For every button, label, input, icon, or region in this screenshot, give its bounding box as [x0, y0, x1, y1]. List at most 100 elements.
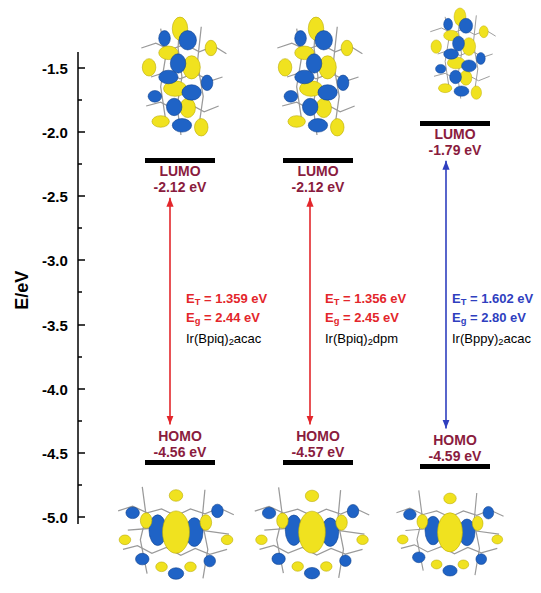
energy-level: HOMO-4.57 eV	[283, 428, 353, 465]
subscript: g	[461, 316, 467, 326]
level-bar	[283, 158, 353, 163]
homo-orbital	[255, 487, 369, 579]
subscript: 2	[229, 337, 234, 347]
text-run: LUMO	[297, 163, 338, 179]
tick-label: -4.0	[42, 381, 68, 398]
orbital-energy: -4.59 eV	[429, 448, 482, 464]
text-run: -3.5	[42, 317, 68, 334]
subscript: 2	[368, 337, 373, 347]
subscript: T	[195, 297, 201, 307]
text-run: acac	[503, 331, 530, 346]
text-run: E	[186, 291, 195, 306]
text-run: acac	[234, 331, 261, 346]
energy-level: HOMO-4.56 eV	[145, 428, 215, 465]
text-run: HOMO	[433, 432, 477, 448]
triplet-energy: ET = 1.602 eV	[452, 292, 533, 308]
tick-label: -5.0	[42, 509, 68, 526]
triplet-energy: ET = 1.356 eV	[325, 292, 406, 308]
subscript: g	[195, 316, 201, 326]
lumo-orbital	[141, 17, 226, 136]
subscript: T	[461, 297, 467, 307]
text-run: -4.57 eV	[292, 444, 345, 460]
text-run: -2.12 eV	[154, 179, 207, 195]
orbital-name: LUMO	[434, 126, 475, 142]
orbital-name: HOMO	[296, 428, 340, 444]
subscript: g	[334, 316, 340, 326]
energy-gap-arrow	[309, 198, 311, 425]
text-run: dpm	[373, 331, 398, 346]
tick-label: -3.5	[42, 317, 68, 334]
lumo-orbital	[277, 17, 362, 136]
orbital-name: HOMO	[433, 432, 477, 448]
level-bar	[145, 460, 215, 465]
energy-level: HOMO-4.59 eV	[420, 432, 490, 469]
energy-level: LUMO-2.12 eV	[145, 158, 215, 195]
tick-label: -2.5	[42, 188, 68, 205]
text-run: -2.5	[42, 188, 68, 205]
tick-label: -2.0	[42, 124, 68, 141]
text-run: E	[452, 310, 461, 325]
triplet-energy: ET = 1.359 eV	[186, 292, 267, 308]
orbital-energy: -1.79 eV	[429, 142, 482, 158]
text-run: Ir(Bpiq)	[186, 331, 229, 346]
text-run: -1.5	[42, 60, 68, 77]
energy-level: LUMO-2.12 eV	[283, 158, 353, 195]
text-run: -4.5	[42, 445, 68, 462]
text-run: HOMO	[296, 428, 340, 444]
energy-level: LUMO-1.79 eV	[420, 121, 490, 158]
complex-name: Ir(Bpiq)2acac	[186, 332, 261, 348]
energy-gap-arrow	[445, 161, 447, 429]
orbital-energy: -4.56 eV	[154, 444, 207, 460]
orbital-energy: -4.57 eV	[292, 444, 345, 460]
text-run: -4.59 eV	[429, 448, 482, 464]
text-run: = 2.80 eV	[466, 310, 526, 325]
energy-axis	[78, 52, 85, 524]
tick-label: -4.5	[42, 445, 68, 462]
text-run: E/eV	[12, 270, 32, 309]
tick-label: -1.5	[42, 60, 68, 77]
complex-name: Ir(Bpiq)2dpm	[325, 332, 398, 348]
text-run: LUMO	[159, 163, 200, 179]
text-run: -5.0	[42, 509, 68, 526]
text-run: E	[325, 291, 334, 306]
text-run: Ir(Bppy)	[452, 331, 498, 346]
orbital-energy: -2.12 eV	[154, 179, 207, 195]
text-run: = 2.44 eV	[200, 310, 260, 325]
orbital-energy: -2.12 eV	[292, 179, 345, 195]
level-bar	[420, 121, 490, 126]
homo-orbital	[396, 490, 503, 576]
text-run: -3.0	[42, 252, 68, 269]
subscript: 2	[498, 337, 503, 347]
gap-energy: Eg = 2.80 eV	[452, 311, 526, 327]
text-run: LUMO	[434, 126, 475, 142]
level-bar	[283, 460, 353, 465]
complex-name: Ir(Bppy)2acac	[452, 332, 531, 348]
axis-title: E/eV	[12, 270, 33, 309]
tick-label: -3.0	[42, 252, 68, 269]
gap-energy: Eg = 2.44 eV	[186, 311, 260, 327]
lumo-orbital	[430, 8, 495, 99]
text-run: = 2.45 eV	[339, 310, 399, 325]
orbital-name: LUMO	[297, 163, 338, 179]
text-run: -2.0	[42, 124, 68, 141]
text-run: Ir(Bpiq)	[325, 331, 368, 346]
text-run: = 1.602 eV	[466, 291, 533, 306]
subscript: T	[334, 297, 340, 307]
text-run: = 1.359 eV	[200, 291, 267, 306]
text-run: E	[325, 310, 334, 325]
text-run: -4.56 eV	[154, 444, 207, 460]
text-run: -4.0	[42, 381, 68, 398]
level-bar	[420, 464, 490, 469]
text-run: E	[452, 291, 461, 306]
orbital-name: HOMO	[158, 428, 202, 444]
homo-orbital	[118, 487, 234, 580]
text-run: E	[186, 310, 195, 325]
energy-gap-arrow	[169, 198, 171, 425]
text-run: -2.12 eV	[292, 179, 345, 195]
level-bar	[145, 158, 215, 163]
text-run: HOMO	[158, 428, 202, 444]
orbital-name: LUMO	[159, 163, 200, 179]
gap-energy: Eg = 2.45 eV	[325, 311, 399, 327]
text-run: = 1.356 eV	[339, 291, 406, 306]
